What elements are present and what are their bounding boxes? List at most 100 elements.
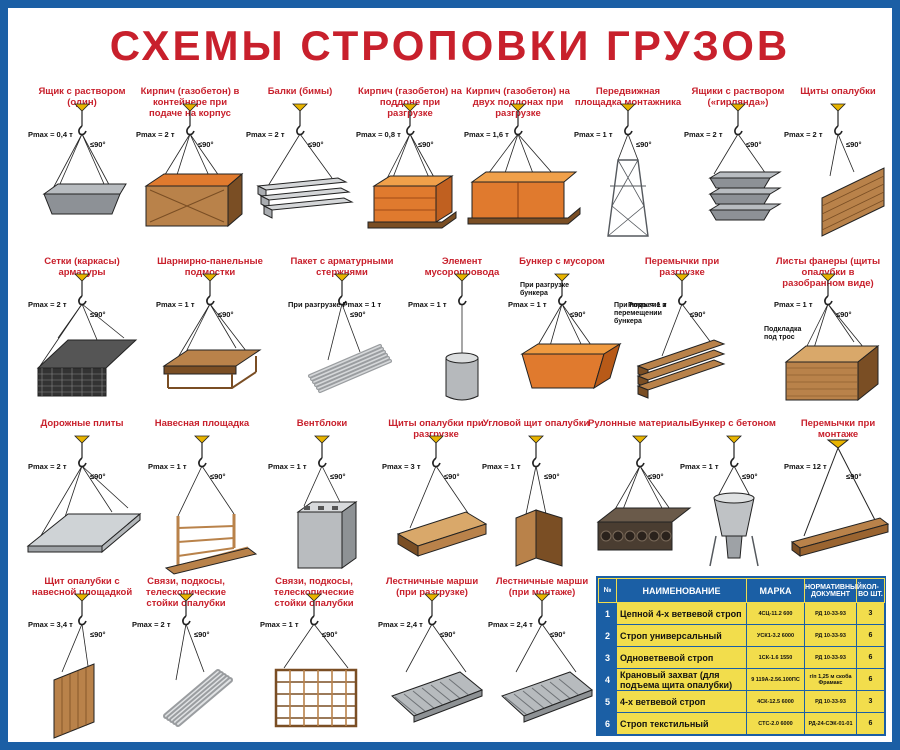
scheme-illustration — [784, 273, 880, 402]
scheme-26: Связи, подкосы, телескопические стойки о… — [260, 576, 368, 741]
scheme-illustration — [821, 103, 885, 237]
row-qty: 3 — [856, 602, 885, 625]
scheme-illustration — [256, 103, 354, 219]
scheme-pmax: Pmax = 2 т — [684, 130, 723, 139]
scheme-illustration — [274, 593, 358, 728]
scheme-pmax: Pmax = 1 т — [408, 300, 447, 309]
scheme-illustration — [26, 435, 142, 554]
scheme-caption: Передвижная площадка монтажника — [574, 86, 682, 108]
scheme-caption: Перемычки при разгрузке — [644, 256, 720, 278]
scheme-angle: ≤90° — [198, 140, 214, 149]
scheme-illustration — [308, 273, 392, 393]
scheme-illustration — [636, 273, 726, 399]
scheme-angle: ≤90° — [544, 472, 560, 481]
poster-title: СХЕМЫ СТРОПОВКИ ГРУЗОВ — [109, 22, 791, 69]
scheme-7: Ящики с раствором («гирлянда») Pmax = 2 … — [684, 86, 792, 251]
scheme-caption: Балки (бимы) — [267, 86, 333, 97]
scheme-illustration — [596, 435, 692, 551]
header-name: НАИМЕНОВАНИЕ — [616, 578, 747, 603]
scheme-11: Пакет с арматурными стержнями При разгру… — [288, 256, 396, 421]
scheme-pmax: Pmax = 1,6 т — [464, 130, 509, 139]
row-doc: РД-24-СЭК-01-01 — [804, 712, 857, 735]
scheme-illustration — [467, 103, 581, 225]
scheme-pmax: Pmax = 1 т — [156, 300, 195, 309]
scheme-angle: ≤90° — [308, 140, 324, 149]
scheme-24: Щит опалубки с навесной площадкой Pmax =… — [28, 576, 136, 741]
scheme-pmax: Pmax = 2,4 т — [378, 620, 423, 629]
scheme-9: Сетки (каркасы) арматуры Pmax = 2 т≤90° — [28, 256, 138, 421]
row-mark: 4СЦ-11.2 600 — [746, 602, 805, 625]
scheme-1: Ящик с раствором (один) Pmax = 0,4 т≤90° — [28, 86, 136, 251]
scheme-caption: Вентблоки — [296, 418, 348, 429]
scheme-angle: ≤90° — [570, 310, 586, 319]
row-name: Крановый захват (для подъема щита опалуб… — [616, 668, 747, 691]
scheme-caption: Элемент мусоропровода — [424, 256, 500, 278]
scheme-caption: Бункер с мусором — [519, 256, 605, 267]
scheme-2: Кирпич (газобетон) в контейнере при пода… — [136, 86, 244, 251]
scheme-illustration — [445, 273, 479, 401]
slings-table: № НАИМЕНОВАНИЕ МАРКА НОРМАТИВНЫЙ ДОКУМЕН… — [596, 576, 886, 736]
scheme-caption: Щит опалубки с навесной площадкой — [31, 576, 133, 598]
scheme-pmax: Pmax = 1 т — [482, 462, 521, 471]
scheme-pmax: Pmax = 1 т — [508, 300, 547, 309]
scheme-pmax: Pmax = 1 т — [574, 130, 613, 139]
scheme-caption: Пакет с арматурными стержнями — [290, 256, 394, 278]
row-name: Строп универсальный — [616, 624, 747, 647]
scheme-caption: Ящик с раствором (один) — [38, 86, 126, 108]
scheme-pmax: При разгрузке Pmax = 1 т — [288, 300, 382, 309]
row-doc: РД 10-33-93 — [804, 646, 857, 669]
scheme-angle: ≤90° — [690, 310, 706, 319]
scheme-illustration — [790, 439, 890, 557]
row-name: 4-х ветвевой строп — [616, 690, 747, 713]
scheme-25: Связи, подкосы, телескопические стойки о… — [132, 576, 240, 741]
scheme-pmax: Pmax = 1 т — [628, 300, 667, 309]
scheme-illustration — [53, 593, 95, 739]
scheme-caption: Лестничные марши (при разгрузке) — [385, 576, 479, 598]
row-number: 1 — [598, 602, 617, 625]
scheme-angle: ≤90° — [350, 310, 366, 319]
scheme-caption: Рулонные материалы — [588, 418, 692, 429]
scheme-pmax: Pmax = 3,4 т — [28, 620, 73, 629]
scheme-5: Кирпич (газобетон) на двух поддонах при … — [464, 86, 581, 251]
scheme-pmax: Pmax = 12 т — [784, 462, 827, 471]
row-mark: СТС-2.0 6000 — [746, 712, 805, 735]
scheme-12: Элемент мусоропровода Pmax = 1 т — [408, 256, 516, 421]
row-mark: 4СК-12.5 6000 — [746, 690, 805, 713]
scheme-pmax: Pmax = 1 т — [680, 462, 719, 471]
scheme-pmax: Pmax = 0,8 т — [356, 130, 401, 139]
scheme-15: Листы фанеры (щиты опалубки в разобранно… — [774, 256, 882, 421]
scheme-pmax: Pmax = 2 т — [132, 620, 171, 629]
scheme-27: Лестничные марши (при разгрузке) Pmax = … — [378, 576, 486, 741]
scheme-13: Бункер с мусором Pmax = 1 т ≤90° — [508, 256, 622, 421]
scheme-angle: ≤90° — [746, 140, 762, 149]
scheme-illustration — [162, 273, 262, 389]
scheme-3: Балки (бимы) Pmax = 2 т ≤90° — [246, 86, 354, 251]
scheme-angle: ≤90° — [846, 472, 862, 481]
scheme-angle: ≤90° — [218, 310, 234, 319]
scheme-caption: Сетки (каркасы) арматуры — [44, 256, 120, 278]
row-doc: РД 10-33-93 — [804, 690, 857, 713]
scheme-illustration — [296, 435, 358, 569]
scheme-6: Передвижная площадка монтажника Pmax = 1… — [574, 86, 682, 251]
row-mark: УСК1-3.2 6000 — [746, 624, 805, 647]
scheme-23: Перемычки при монтаже Pmax = 12 т≤90° — [784, 418, 892, 583]
scheme-20: Угловой щит опалубки Pmax = 1 т≤90° — [482, 418, 590, 583]
scheme-pmax: Pmax = 3 т — [382, 462, 421, 471]
scheme-illustration — [607, 103, 649, 237]
scheme-pmax: Pmax = 2 т — [246, 130, 285, 139]
scheme-16: Дорожные плиты Pmax = 2 т≤90° — [26, 418, 142, 583]
scheme-illustration — [164, 435, 258, 575]
scheme-caption: Бункер с бетоном — [692, 418, 776, 429]
scheme-caption: Щиты опалубки при разгрузке — [388, 418, 484, 440]
scheme-caption: Дорожные плиты — [40, 418, 124, 429]
row-number: 4 — [598, 668, 617, 691]
scheme-18: Вентблоки Pmax = 1 т≤90° — [268, 418, 376, 583]
table-header-row: № НАИМЕНОВАНИЕ МАРКА НОРМАТИВНЫЙ ДОКУМЕН… — [598, 578, 885, 603]
scheme-19: Щиты опалубки при разгрузке Pmax = 3 т≤9… — [382, 418, 490, 583]
scheme-angle: ≤90° — [648, 472, 664, 481]
